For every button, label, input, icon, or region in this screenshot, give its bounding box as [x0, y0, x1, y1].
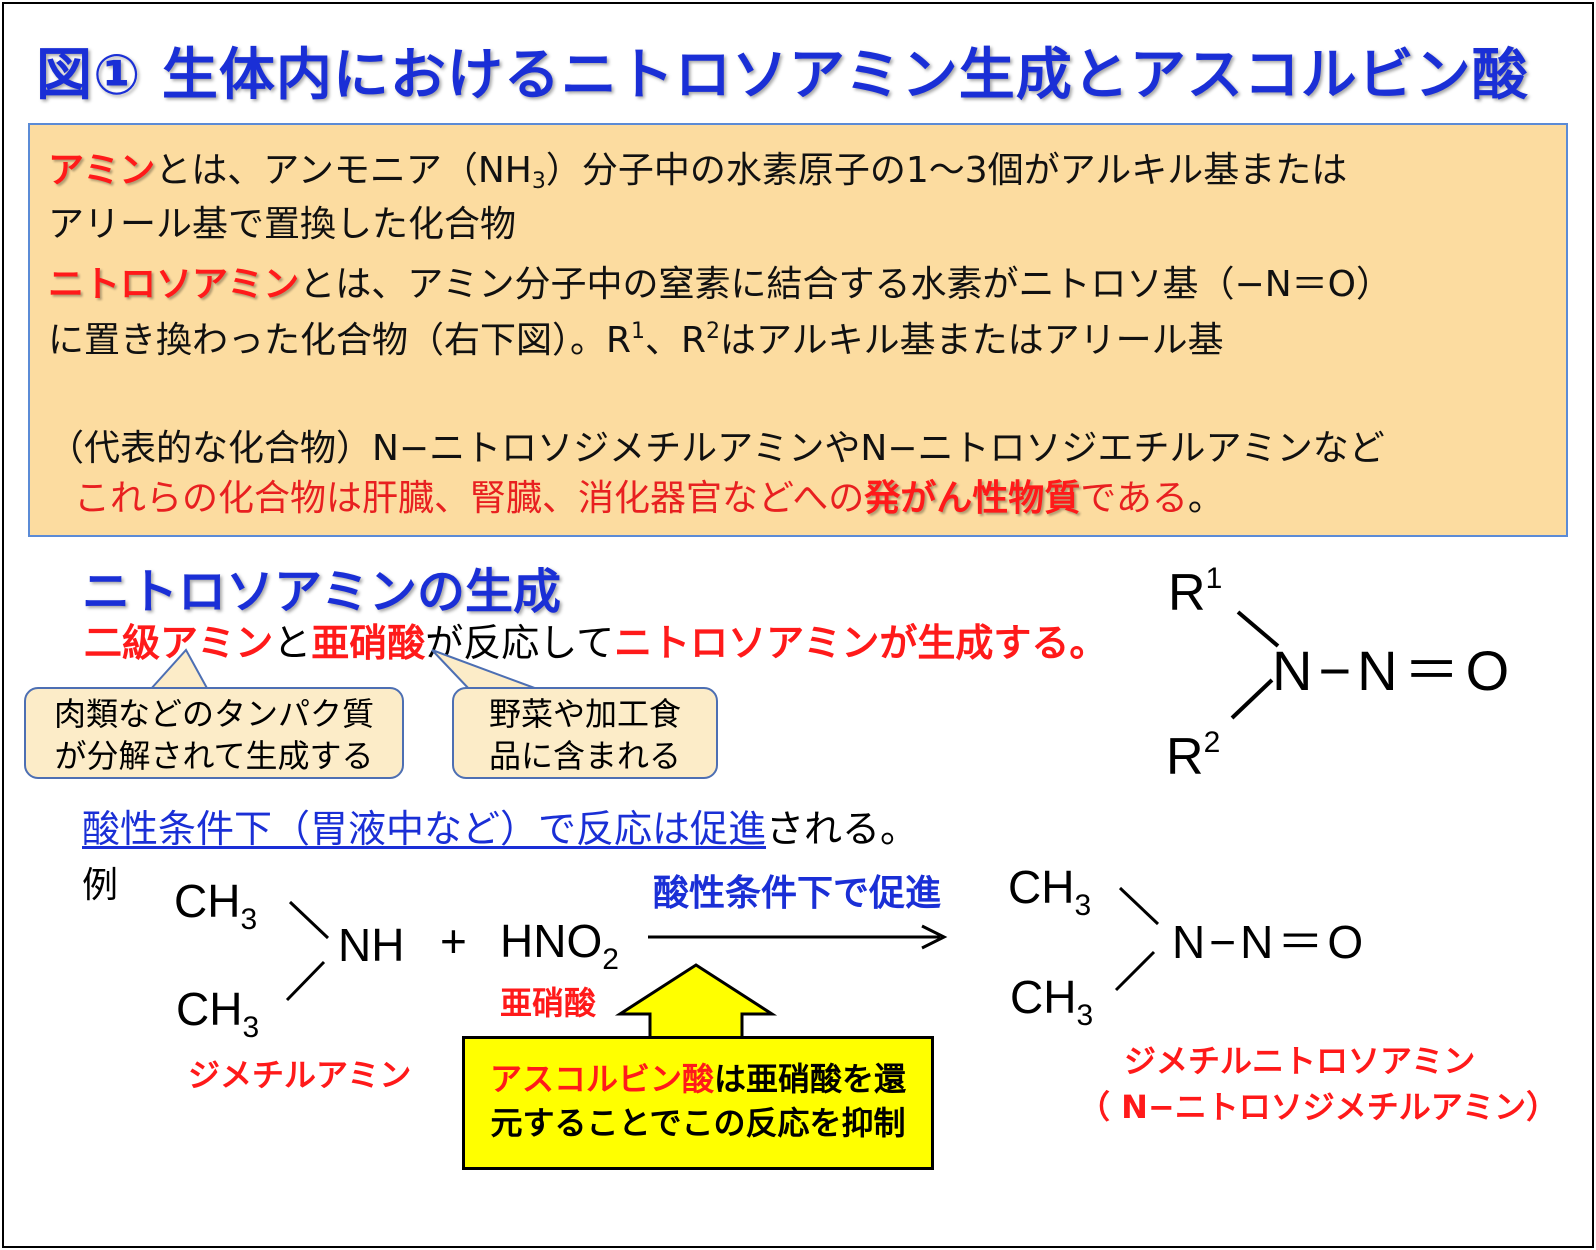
warning-text-c: である [1080, 478, 1188, 519]
nitrous-acid-formula: HNO2 [500, 914, 619, 977]
r2-letter: R [1166, 728, 1204, 786]
suppression-arrow [614, 963, 778, 1040]
r1-letter: R [1168, 564, 1206, 622]
nh3-subscript: 3 [531, 169, 546, 194]
amine-nitrogen: N [1272, 639, 1313, 702]
slide-title: 図① 生体内におけるニトロソアミン生成とアスコルビン酸 [36, 43, 1529, 108]
methyl-lower: CH3 [176, 982, 259, 1045]
callout1-line-2: が分解されて生成する [54, 737, 374, 775]
nitro-text-b: に置き換わった化合物（右下図）。R [48, 320, 632, 361]
product-bond-lower [1114, 950, 1156, 992]
r1-sup: 1 [1205, 562, 1223, 595]
callout-secondary-amine: 肉類などのタンパク質 が分解されて生成する [24, 687, 404, 779]
product-nitroso-nitrogen: N [1240, 916, 1274, 968]
amine-definition-line-1: アミンとは、アンモニア（NH3）分子中の水素原子の1～3個がアルキル基または [48, 141, 1347, 194]
reaction-arrow-head [921, 924, 948, 950]
nitrosamine-definition-line-1: ニトロソアミンとは、アミン分子中の窒素に結合する水素がニトロソ基（−N＝O） [48, 255, 1392, 307]
product-methyl-upper: CH3 [1008, 860, 1091, 923]
sub-3: 3 [240, 903, 258, 936]
ch3-bond-lower [285, 960, 326, 1002]
warning-period: 。 [1187, 478, 1224, 519]
nitrosamine-group: N−N＝O [1272, 626, 1509, 707]
acid-condition-note: 酸性条件下（胃液中など）で反応は促進される。 [82, 798, 918, 853]
example-label: 例 [82, 865, 119, 906]
ascorbic-line-1-rest: は亜硝酸を還 [714, 1060, 907, 1098]
carcinogen-term: 発がん性物質 [864, 478, 1081, 519]
double-bond: ＝ [1403, 639, 1460, 702]
nitrous-acid-label: 亜硝酸 [500, 984, 597, 1022]
product-label-1: ジメチルニトロソアミン [1124, 1042, 1476, 1080]
hno-text: HNO [500, 915, 603, 967]
nitro-text-c: 、R [645, 320, 707, 361]
amine-term: アミン [48, 150, 156, 191]
nitrosamine-definition-line-2: に置き換わった化合物（右下図）。R1、R2はアルキル基またはアリール基 [48, 311, 1224, 363]
ch-text: CH [176, 983, 243, 1035]
ch-text: CH [1008, 861, 1075, 913]
reaction-result: ニトロソアミンが生成する。 [614, 621, 1108, 665]
nitro-text-a: とは、アミン分子中の窒素に結合する水素がニトロソ基（−N＝O） [299, 264, 1392, 305]
warning-text-a: これらの化合物は肝臓、腎臓、消化器官などへの [74, 478, 865, 519]
product-oxygen: O [1327, 916, 1364, 968]
product-amine-nitrogen: N [1172, 916, 1206, 968]
reaction-middle: が反応して [425, 621, 615, 665]
product-single-bond: − [1209, 916, 1237, 968]
single-bond: − [1318, 639, 1352, 702]
nh-group: NH [338, 919, 405, 971]
ascorbic-acid-term: アスコルビン酸 [489, 1060, 714, 1098]
callout1-pointer [147, 648, 210, 691]
ascorbic-acid-box: アスコルビン酸は亜硝酸を還 元することでこの反応を抑制 [462, 1036, 934, 1170]
r1-superscript: 1 [631, 319, 646, 344]
sub-3: 3 [1074, 889, 1092, 922]
callout2-pointer [431, 649, 541, 691]
r2-sup: 2 [1203, 726, 1221, 759]
callout1-line-1: 肉類などのタンパク質 [53, 695, 374, 733]
callout-nitrous-acid: 野菜や加工食 品に含まれる [452, 687, 718, 779]
sub-2: 2 [602, 943, 619, 976]
carcinogen-warning: これらの化合物は肝臓、腎臓、消化器官などへの発がん性物質である。 [74, 469, 1224, 521]
plus-sign: + [440, 915, 467, 967]
dimethylamine-label: ジメチルアミン [188, 1056, 412, 1094]
nitro-text-d: はアルキル基またはアリール基 [720, 320, 1224, 361]
ascorbic-line-1: アスコルビン酸は亜硝酸を還 [465, 1057, 931, 1101]
formation-heading: ニトロソアミンの生成 [82, 564, 562, 620]
sub-3: 3 [1076, 999, 1094, 1032]
nitrous-acid-term: 亜硝酸 [311, 621, 426, 665]
ascorbic-line-2: 元することでこの反応を抑制 [490, 1104, 906, 1142]
nitroso-nitrogen: N [1357, 639, 1398, 702]
r2-bond [1230, 678, 1274, 720]
arrow-condition-label: 酸性条件下で促進 [653, 873, 942, 914]
representative-compounds: （代表的な化合物）N−ニトロソジメチルアミンやN−ニトロソジエチルアミンなど [48, 428, 1385, 469]
reaction-and: と [273, 621, 312, 665]
acid-condition-rest: される。 [766, 807, 919, 851]
product-bond-upper [1118, 886, 1160, 926]
amine-text-b: ）分子中の水素原子の1～3個がアルキル基または [545, 150, 1348, 191]
nitrosamine-term: ニトロソアミン [48, 264, 300, 305]
callout2-line-2: 品に含まれる [488, 737, 681, 775]
definition-box: アミンとは、アンモニア（NH3）分子中の水素原子の1～3個がアルキル基または ア… [28, 123, 1568, 537]
methyl-upper: CH3 [174, 874, 257, 937]
oxygen: O [1465, 639, 1510, 702]
ch3-bond-upper [288, 900, 330, 940]
ch-text: CH [1010, 971, 1077, 1023]
acid-condition-underlined: 酸性条件下（胃液中など）で反応は促進 [82, 807, 767, 851]
r1-bond [1236, 610, 1280, 648]
ch-text: CH [174, 875, 241, 927]
product-nitroso-group: N−N＝O [1172, 906, 1363, 972]
structure-r2: R2 [1166, 726, 1220, 787]
product-double-bond: ＝ [1277, 916, 1324, 968]
r2-superscript: 2 [706, 319, 721, 344]
amine-text-a: とは、アンモニア（NH [155, 150, 532, 191]
callout2-line-1: 野菜や加工食 [488, 695, 681, 733]
product-label-2: （ N−ニトロソジメチルアミン） [1078, 1088, 1559, 1126]
sub-3: 3 [242, 1011, 260, 1044]
amine-definition-line-2: アリール基で置換した化合物 [48, 204, 517, 245]
structure-r1: R1 [1168, 562, 1222, 623]
product-methyl-lower: CH3 [1010, 970, 1093, 1033]
